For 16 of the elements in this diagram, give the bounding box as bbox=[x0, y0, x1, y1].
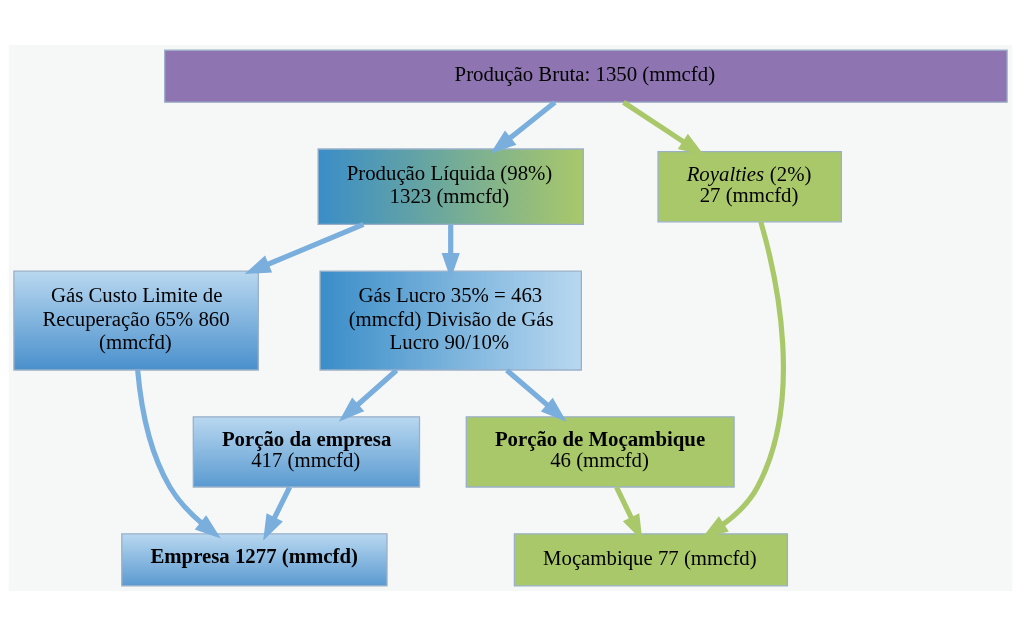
arrow bbox=[338, 368, 399, 422]
node-box: Produção Líquida (98%) 1323 (mmcfd) bbox=[317, 148, 584, 226]
node-box: Moçambique 77 (mmcfd) bbox=[513, 533, 789, 587]
node-box: Gás Custo Limite de Recuperação 65% 860 (mmcfd) bbox=[13, 270, 259, 371]
arrow bbox=[505, 368, 567, 422]
arrow bbox=[135, 369, 221, 539]
node-box: Porção da empresa 417 (mmcfd) bbox=[192, 416, 421, 488]
arrow bbox=[622, 100, 705, 156]
node-box: Porção de Moçambique 46 (mmcfd) bbox=[465, 416, 735, 488]
node-box: Empresa 1277 (mmcfd) bbox=[121, 533, 388, 587]
arrow bbox=[244, 222, 365, 275]
node-box: Produção Bruta: 1350 (mmcfd) bbox=[164, 49, 1008, 103]
node-box: Gás Lucro 35% = 463 (mmcfd) Divisão de Gás Lucro 90/10% bbox=[319, 270, 582, 371]
arrow bbox=[490, 100, 557, 154]
node-box: Royalties (2%) 27 (mmcfd) bbox=[657, 150, 842, 223]
arrow bbox=[263, 485, 292, 541]
